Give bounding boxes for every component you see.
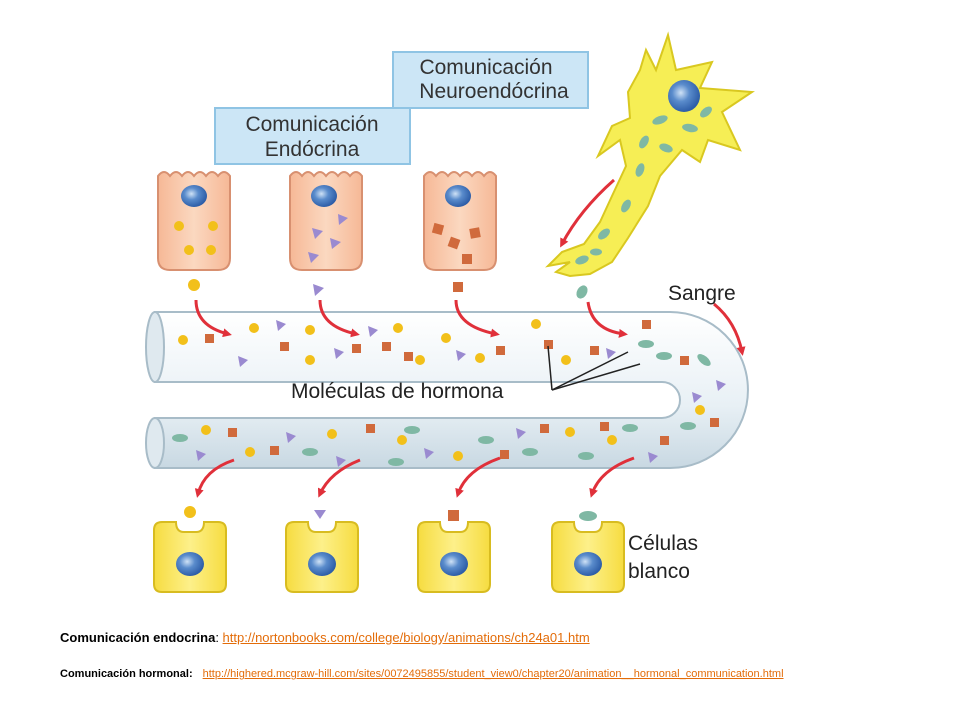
target-cells-label-line1: Células (628, 532, 698, 555)
target-cells-label-line2: blanco (628, 560, 690, 583)
endocrine-label-box: Comunicación Endócrina (214, 107, 411, 165)
endocrine-label-line1: Comunicación (245, 113, 378, 136)
hormone-label-pointers (547, 345, 641, 391)
secretory-cell-1 (157, 171, 231, 271)
neuroendocrine-label-line2: Neuroendócrina (419, 80, 569, 103)
endocrine-animation-link[interactable]: http://nortonbooks.com/college/biology/a… (222, 630, 590, 645)
neuron-nucleus (668, 80, 700, 112)
endocrine-label-line2: Endócrina (265, 138, 360, 161)
blood-label: Sangre (668, 282, 736, 305)
reference-label: Comunicación hormonal: (60, 668, 193, 680)
secretion-arrows (194, 178, 746, 356)
target-cell-3 (417, 521, 491, 593)
neuroendocrine-label-box: Comunicación Neuroendócrina (392, 51, 589, 109)
secretory-cell-3 (423, 171, 497, 271)
target-cell-2 (285, 521, 359, 593)
target-cell-1 (153, 521, 227, 593)
hormone-molecules-label: Moléculas de hormona (291, 380, 504, 403)
hormonal-animation-link[interactable]: http://highered.mcgraw-hill.com/sites/00… (202, 668, 784, 680)
neuron (545, 31, 755, 278)
endocrine-communication-reference: Comunicación endocrina: http://nortonboo… (60, 630, 590, 645)
target-arrows (194, 456, 635, 498)
reference-separator: : (215, 630, 223, 645)
neuroendocrine-label-line1: Comunicación (419, 56, 552, 79)
blood-vessel (145, 311, 749, 469)
hormonal-communication-reference: Comunicación hormonal: http://highered.mc… (60, 668, 784, 680)
vessel-hormone-molecules (172, 319, 726, 467)
secretory-cell-2 (289, 171, 363, 271)
reference-label: Comunicación endocrina (60, 630, 216, 645)
target-cell-4 (551, 521, 625, 593)
